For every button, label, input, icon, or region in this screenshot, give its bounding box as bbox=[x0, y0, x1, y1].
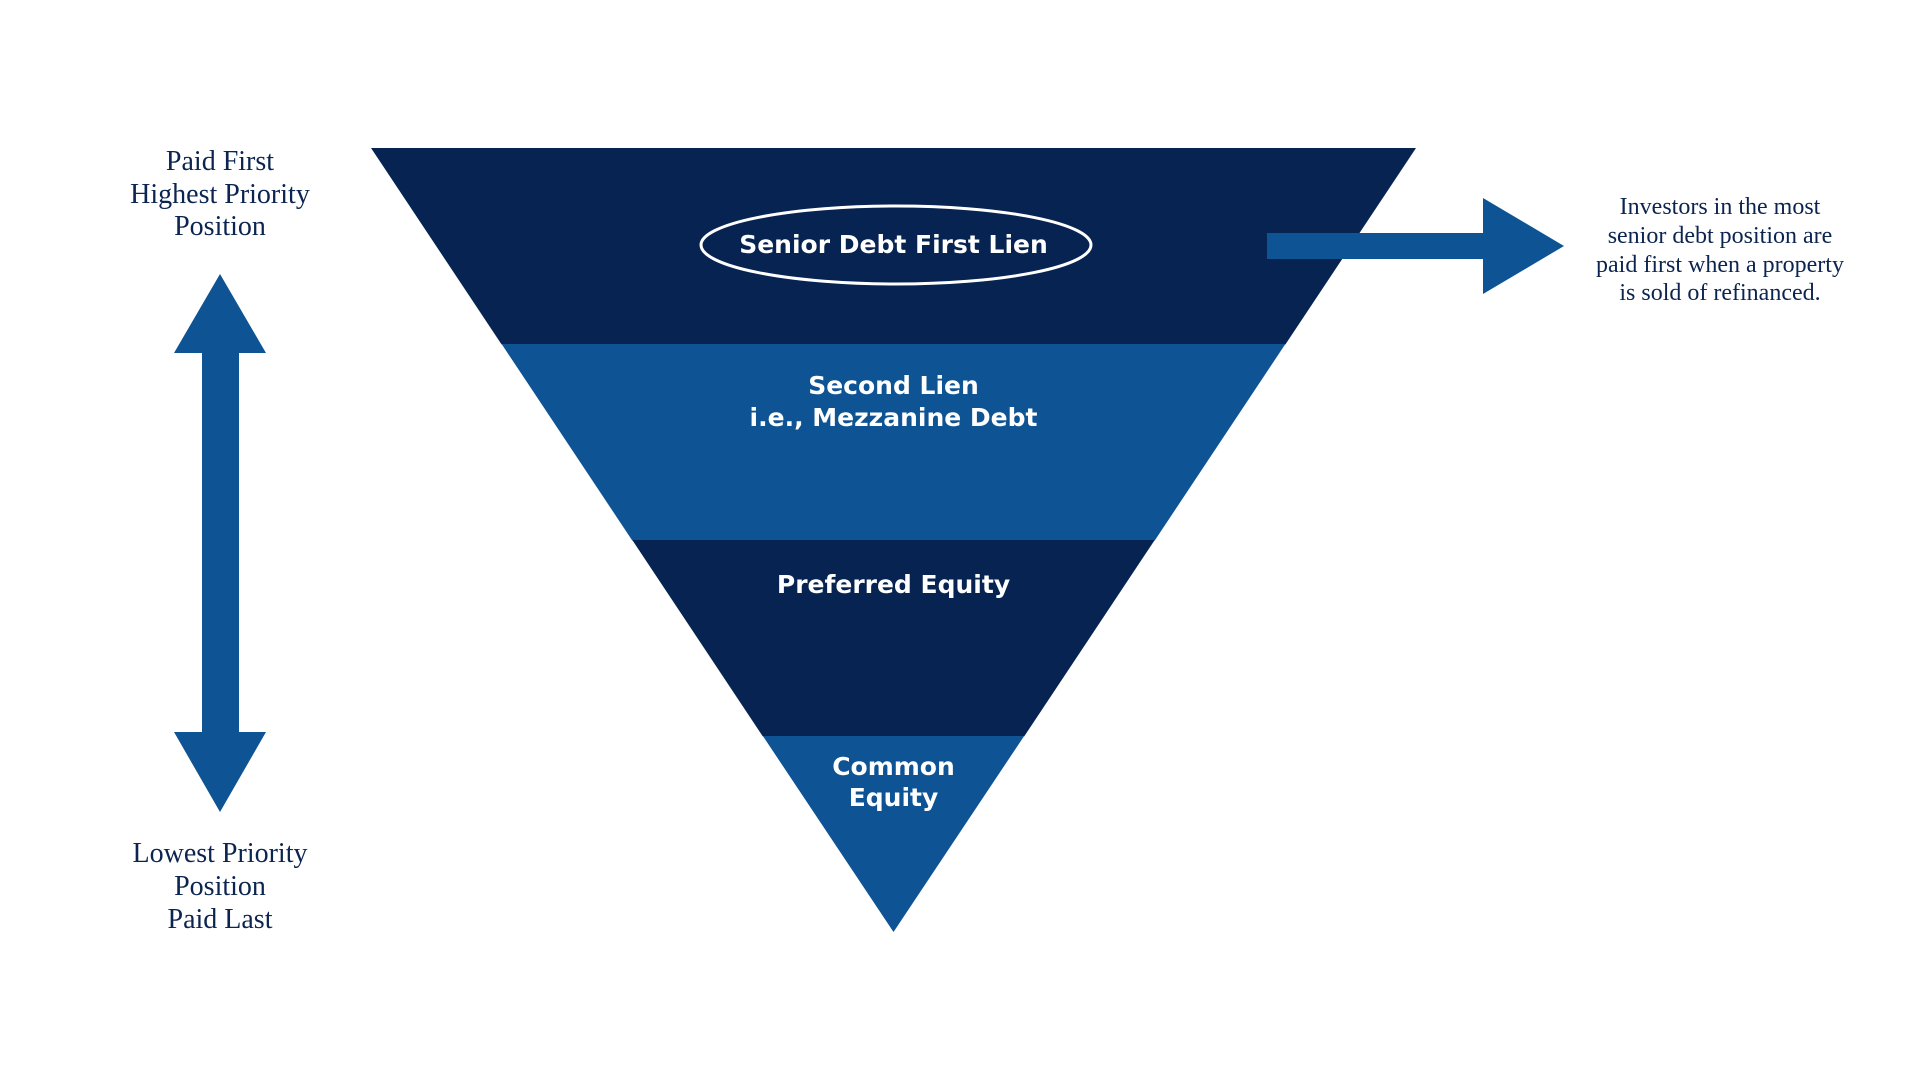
right-arrow-icon bbox=[1267, 198, 1564, 294]
layer-common-equity-label-2: Equity bbox=[849, 783, 939, 812]
layer-common-equity bbox=[762, 736, 1025, 932]
callout-line-1: Investors in the most bbox=[1620, 194, 1821, 220]
callout-line-4: is sold of refinanced. bbox=[1619, 280, 1820, 306]
priority-bottom-line-3: Paid Last bbox=[168, 904, 273, 935]
priority-bottom-line-2: Position bbox=[174, 871, 266, 902]
layer-second-lien-label-2: i.e., Mezzanine Debt bbox=[750, 403, 1038, 432]
callout-note: Investors in the most senior debt positi… bbox=[1596, 194, 1844, 306]
callout-line-2: senior debt position are bbox=[1608, 223, 1833, 249]
priority-top-line-1: Paid First bbox=[166, 146, 274, 177]
layer-preferred-equity bbox=[632, 540, 1155, 737]
layer-second-lien-label-1: Second Lien bbox=[808, 371, 979, 400]
layer-preferred-equity-label-1: Preferred Equity bbox=[777, 570, 1010, 599]
callout-line-3: paid first when a property bbox=[1596, 252, 1844, 278]
priority-bottom-label: Lowest Priority Position Paid Last bbox=[133, 838, 308, 935]
priority-top-label: Paid First Highest Priority Position bbox=[130, 146, 310, 242]
senior-debt-highlight-ellipse bbox=[699, 204, 1093, 286]
double-headed-vertical-arrow-icon bbox=[174, 274, 266, 812]
layer-second-lien bbox=[501, 344, 1286, 541]
priority-bottom-line-1: Lowest Priority bbox=[133, 838, 308, 869]
layer-senior-debt bbox=[371, 148, 1416, 345]
priority-top-line-3: Position bbox=[174, 211, 266, 242]
layer-senior-debt-label-1: Senior Debt First Lien bbox=[739, 230, 1048, 259]
priority-top-line-2: Highest Priority bbox=[130, 179, 310, 210]
layer-common-equity-label-1: Common bbox=[832, 752, 955, 781]
